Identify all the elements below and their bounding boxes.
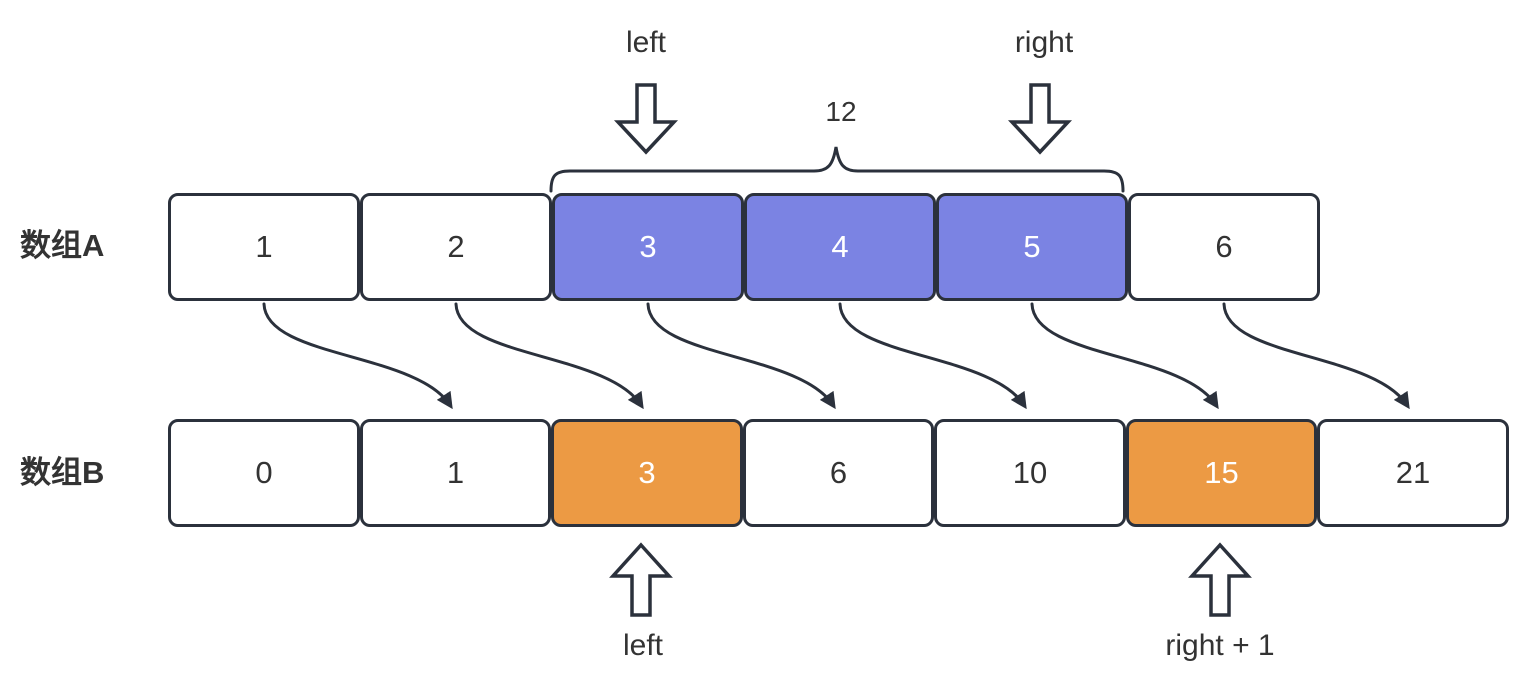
array-a-cell-5: 6	[1128, 193, 1320, 301]
mapping-arrow	[1030, 302, 1219, 410]
up-arrow-icon	[609, 542, 673, 617]
brace-sum-label: 12	[825, 96, 857, 127]
pointer-label-left-top: left	[625, 26, 667, 59]
array-a-cell-1: 2	[360, 193, 552, 301]
array-b-cell-4: 10	[934, 419, 1126, 527]
up-arrow-icon	[1188, 542, 1252, 617]
array-a-cell-4: 5	[936, 193, 1128, 301]
array-a-label: 数组A	[20, 228, 105, 263]
mapping-arrow	[1222, 302, 1410, 410]
mapping-arrow	[262, 302, 453, 410]
array-a-cell-0: 1	[168, 193, 360, 301]
array-b-cell-5: 15	[1126, 419, 1317, 527]
array-b-cell-3: 6	[743, 419, 934, 527]
array-b-cell-6: 21	[1317, 419, 1509, 527]
array-b-cell-1: 1	[360, 419, 551, 527]
array-b-label: 数组B	[20, 455, 105, 490]
mapping-arrow	[454, 302, 644, 410]
sum-brace	[549, 146, 1125, 193]
down-arrow-icon	[613, 83, 679, 155]
mapping-arrow	[838, 302, 1027, 410]
array-b-cell-2: 3	[551, 419, 743, 527]
array-a-cell-3: 4	[744, 193, 936, 301]
pointer-label-right-plus-1: right + 1	[1165, 629, 1275, 662]
pointer-label-right-top: right	[1014, 26, 1074, 59]
array-b-cell-0: 0	[168, 419, 360, 527]
mapping-arrow	[646, 302, 836, 410]
pointer-label-left-bottom: left	[622, 629, 664, 662]
down-arrow-icon	[1007, 83, 1073, 155]
array-a-cell-2: 3	[552, 193, 744, 301]
